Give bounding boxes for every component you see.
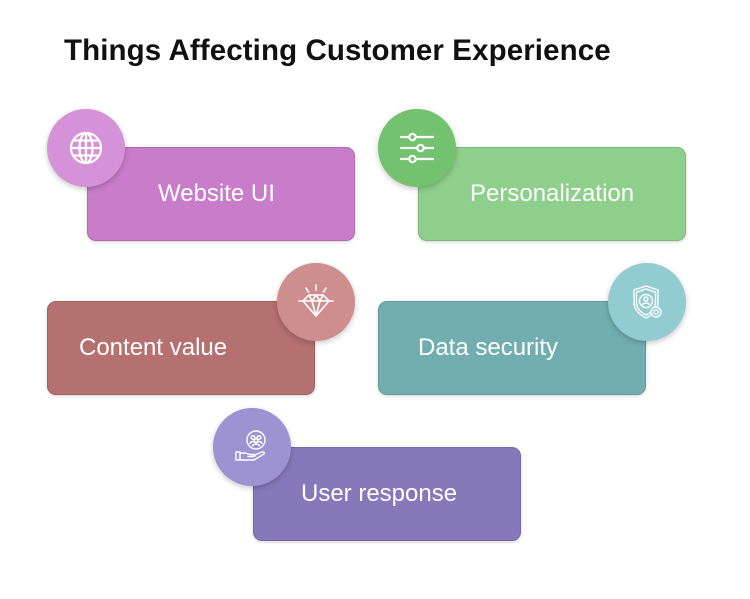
factor-label: Website UI: [158, 180, 275, 207]
shield-user-icon: [633, 285, 662, 319]
factor-card-personalization: Personalization: [418, 147, 686, 241]
diamond-icon: [298, 284, 334, 317]
factor-card-content-value: Content value: [47, 301, 315, 395]
factor-label: Data security: [418, 334, 559, 361]
factor-card-website-ui: Website UI: [87, 147, 355, 241]
factor-icon-badge: [277, 263, 355, 341]
factor-icon-badge: [608, 263, 686, 341]
factor-label: User response: [301, 480, 458, 507]
hand-holding-users-icon: [235, 430, 266, 461]
factor-label: Content value: [79, 334, 228, 361]
factor-card-user-response: User response: [253, 447, 521, 541]
factor-icon-badge: [378, 109, 456, 187]
globe-icon: [69, 131, 103, 165]
sliders-icon: [399, 132, 435, 164]
factor-icon-badge: [47, 109, 125, 187]
factor-label: Personalization: [470, 180, 635, 207]
diagram-title: Things Affecting Customer Experience: [64, 34, 611, 67]
factor-icon-badge: [213, 408, 291, 486]
factor-card-data-security: Data security: [378, 301, 646, 395]
